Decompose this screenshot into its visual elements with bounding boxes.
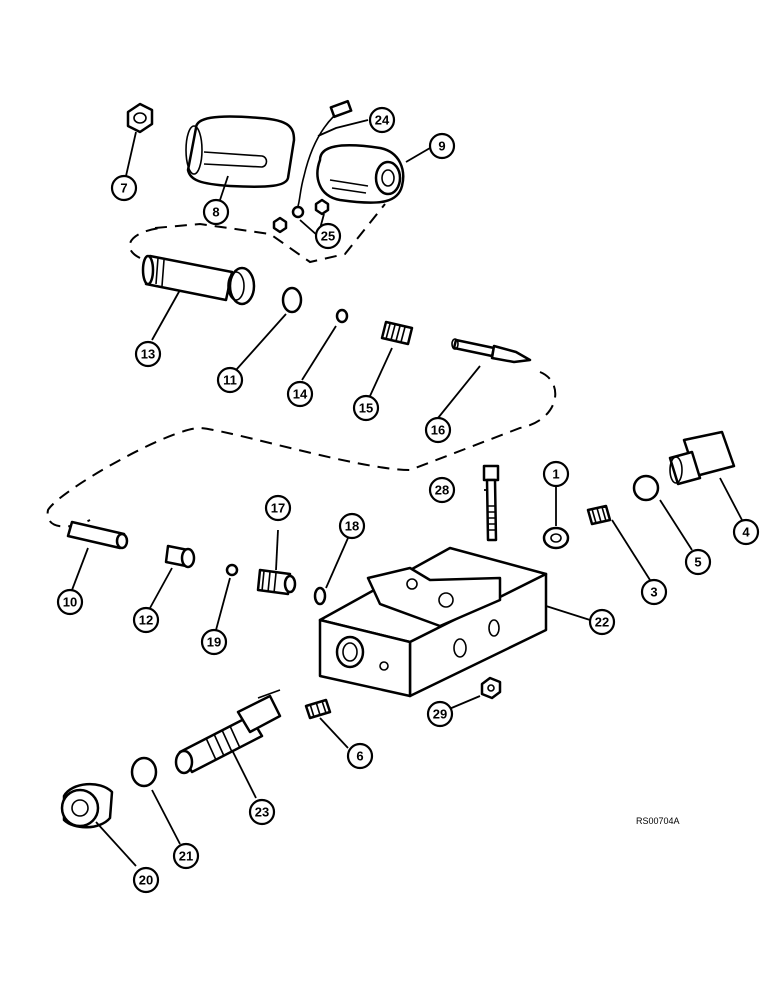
- callout-29: 29: [426, 700, 454, 728]
- callout-label: 14: [293, 387, 308, 402]
- plug-o-ring-part: [130, 756, 158, 788]
- callout-label: 10: [63, 595, 77, 610]
- callout-label: 7: [120, 181, 127, 196]
- plunger-pin-part: [451, 338, 532, 364]
- valve-body-part: [318, 546, 548, 698]
- check-ball-part: [225, 563, 239, 577]
- callout-label: 15: [359, 401, 373, 416]
- callout-20: 20: [132, 866, 160, 894]
- bolt-part: [482, 464, 500, 542]
- callout-18: 18: [338, 512, 366, 540]
- callout-28: 28: [428, 476, 456, 504]
- body-nut-part: [480, 676, 502, 700]
- solenoid-coil-part: [316, 144, 405, 204]
- o-ring-part: [281, 286, 303, 314]
- callout-label: 3: [650, 585, 657, 600]
- valve-plug-part: [256, 568, 297, 596]
- callout-label: 19: [207, 635, 221, 650]
- valve-spool-part: [174, 689, 282, 775]
- fitting-part: [668, 430, 736, 486]
- callout-9: 9: [428, 132, 456, 160]
- figure-reference-code: RS00704A: [636, 816, 680, 826]
- small-nut-part: [272, 198, 330, 234]
- callout-1: 1: [542, 460, 570, 488]
- o-ring-small-part: [313, 586, 327, 606]
- callout-17: 17: [264, 494, 292, 522]
- callout-13: 13: [134, 340, 162, 368]
- callout-19: 19: [200, 628, 228, 656]
- callout-21: 21: [172, 842, 200, 870]
- hex-nut-part: [126, 102, 154, 134]
- pin-part: [66, 520, 129, 550]
- callout-label: 9: [438, 139, 445, 154]
- callout-label: 22: [595, 615, 609, 630]
- solenoid-tube-part: [141, 254, 256, 306]
- set-screw-part: [586, 504, 612, 526]
- callout-22: 22: [588, 608, 616, 636]
- washer-part: [542, 526, 570, 550]
- callout-label: 4: [742, 525, 750, 540]
- callout-11: 11: [216, 366, 244, 394]
- leader-lines: [71, 119, 743, 867]
- callout-label: 21: [179, 849, 193, 864]
- callout-label: 29: [433, 707, 447, 722]
- callout-label: 5: [694, 555, 701, 570]
- seal-ring-part: [335, 308, 349, 324]
- callout-label: 12: [139, 613, 153, 628]
- plug-screw-part: [304, 698, 332, 720]
- callout-7: 7: [110, 174, 138, 202]
- callout-3: 3: [640, 578, 668, 606]
- callout-23: 23: [248, 798, 276, 826]
- callout-8: 8: [202, 198, 230, 226]
- callout-24: 24: [368, 106, 396, 134]
- callout-label: 28: [435, 483, 449, 498]
- spring-part: [380, 320, 414, 346]
- callout-10: 10: [56, 588, 84, 616]
- callout-5: 5: [684, 548, 712, 576]
- callout-label: 16: [431, 423, 445, 438]
- callout-label: 13: [141, 347, 155, 362]
- wire-lead-part: [291, 99, 353, 219]
- port-o-ring-part: [632, 474, 660, 502]
- spool-group-outline: [46, 227, 557, 528]
- callout-label: 1: [552, 467, 559, 482]
- bushing-part: [164, 544, 196, 569]
- callout-label: 18: [345, 519, 359, 534]
- callout-label: 8: [212, 205, 219, 220]
- callout-6: 6: [346, 742, 374, 770]
- callout-label: 25: [321, 229, 335, 244]
- callout-14: 14: [286, 380, 314, 408]
- coil-cover-part: [185, 115, 296, 188]
- end-plug-part: [60, 783, 114, 829]
- callout-25: 25: [314, 222, 342, 250]
- callout-label: 6: [356, 749, 363, 764]
- callout-label: 11: [223, 373, 237, 388]
- callout-15: 15: [352, 394, 380, 422]
- callout-label: 17: [271, 501, 285, 516]
- callout-4: 4: [732, 518, 760, 546]
- callout-12: 12: [132, 606, 160, 634]
- callout-label: 24: [375, 113, 390, 128]
- callout-label: 20: [139, 873, 153, 888]
- coil-group-outline: [154, 203, 386, 264]
- callout-label: 23: [255, 805, 269, 820]
- callout-16: 16: [424, 416, 452, 444]
